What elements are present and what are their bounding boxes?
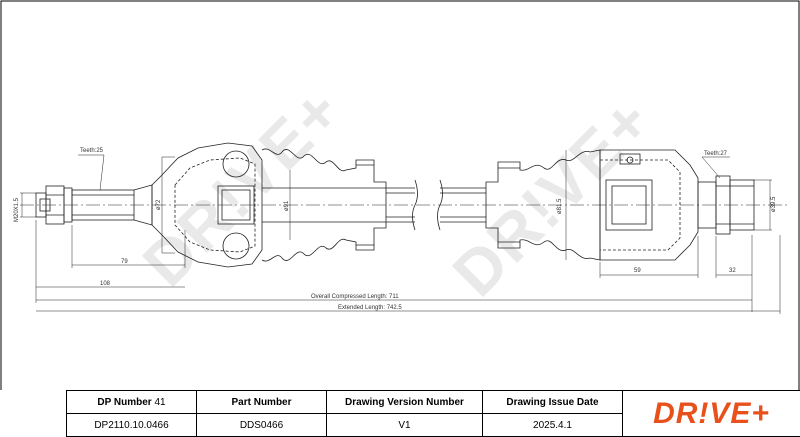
value-part-number: DDS0466 — [197, 414, 327, 437]
header-issue-date: Drawing Issue Date — [483, 391, 623, 414]
value-drawing-version: V1 — [327, 414, 483, 437]
brand-logo-text: DR!VE+ — [653, 397, 770, 430]
label-teeth-left: Teeth:25 — [80, 148, 104, 154]
brand-logo: DR!VE+ — [623, 391, 800, 437]
header-dp-number-label: DP Number — [97, 397, 151, 408]
label-extended-length: Extended Length: 742.5 — [338, 305, 402, 311]
title-block: DP Number 41 Part Number Drawing Version… — [66, 390, 800, 437]
header-part-number: Part Number — [197, 391, 327, 414]
dimensions — [20, 150, 780, 314]
value-issue-date: 2025.4.1 — [483, 414, 623, 437]
drawing-frame — [1, 1, 799, 390]
watermark-right: DR!VE+ — [439, 83, 666, 310]
header-dp-number: DP Number 41 — [67, 391, 197, 414]
label-dia-72: ø72 — [156, 199, 162, 210]
label-dim-32: 32 — [729, 268, 736, 274]
label-overall-compressed: Overall Compressed Length: 711 — [311, 294, 399, 300]
label-dim-59: 59 — [634, 268, 641, 274]
label-dia-39-5: ø39.5 — [771, 196, 777, 212]
label-dim-79: 79 — [121, 259, 128, 265]
header-drawing-version: Drawing Version Number — [327, 391, 483, 414]
watermark: DR!VE+ DR!VE+ — [129, 73, 666, 310]
watermark-left: DR!VE+ — [129, 73, 356, 300]
label-thread-left: M20X1.5 — [14, 197, 20, 222]
header-dp-number-suffix: 41 — [154, 397, 165, 408]
value-dp-number: DP2110.10.0466 — [67, 414, 197, 437]
label-dia-81-5: ø81.5 — [557, 198, 563, 214]
label-dim-108: 108 — [100, 281, 111, 287]
technical-drawing: DR!VE+ DR!VE+ — [0, 0, 800, 390]
label-teeth-right: Teeth:27 — [704, 151, 728, 157]
label-dia-91: ø91 — [284, 200, 290, 211]
